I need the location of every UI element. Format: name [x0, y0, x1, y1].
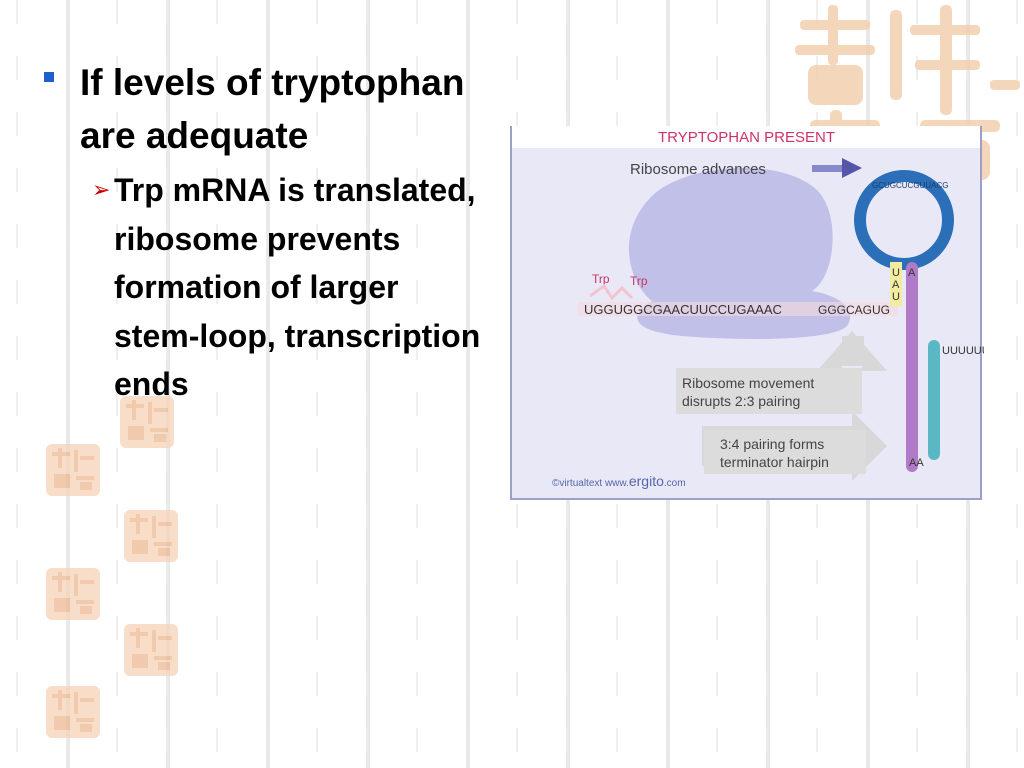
bullet-level2-text: Trp mRNA is translated, ribosome prevent… — [114, 172, 481, 402]
note-box-1 — [676, 368, 862, 414]
square-bullet-icon — [44, 72, 54, 82]
note-box-1-line1: Ribosome movement — [682, 375, 814, 391]
stem-yellow — [890, 262, 902, 306]
stem-aa: AA — [909, 457, 924, 469]
trp-attenuation-figure: TRYPTOPHAN PRESENT Ribosome advances Trp… — [510, 126, 984, 500]
note-box-2-line1: 3:4 pairing forms — [720, 436, 824, 452]
note-box-2-line2: terminator hairpin — [720, 454, 829, 470]
upward-arrow-shaft — [842, 336, 864, 366]
stem-loop-circle — [854, 170, 954, 270]
stem-purple — [906, 262, 918, 472]
decorative-seal — [46, 568, 100, 620]
bullet-level1-text: If levels of tryptophan are adequate — [80, 62, 465, 156]
ribosome-advances-label: Ribosome advances — [630, 161, 766, 178]
loop-sequence: GCUGCUCGUUACG — [872, 181, 948, 190]
stem-left-1: U — [892, 267, 900, 279]
decorative-seal — [120, 396, 174, 448]
arrow-bullet-icon: ➢ — [92, 177, 111, 202]
bullet-level2: ➢ Trp mRNA is translated, ribosome preve… — [92, 166, 490, 409]
trp-peptide — [589, 283, 634, 301]
trp-label-2: Trp — [630, 274, 648, 288]
stem-teal — [928, 340, 940, 460]
stem-left-2: A — [892, 279, 900, 291]
figure-title: TRYPTOPHAN PRESENT — [658, 129, 835, 146]
stem-left-3: U — [892, 291, 900, 303]
decorative-seal — [46, 444, 100, 496]
trp-label-1: Trp — [592, 272, 610, 286]
figure-title-strip — [512, 126, 980, 148]
advance-arrow-icon — [812, 158, 862, 178]
bullet-level1: If levels of tryptophan are adequate — [40, 56, 490, 162]
note-box-1-line2: disrupts 2:3 pairing — [682, 393, 800, 409]
stem-right-top: A — [908, 267, 916, 279]
credit-text: ©virtualtext www.ergito.com — [552, 473, 686, 489]
decorative-seal — [46, 686, 100, 738]
mrna-sequence: UGGUGGCGAACUUCCUGAAAC — [584, 302, 782, 317]
decorative-seal — [124, 510, 178, 562]
figure-diagram: TRYPTOPHAN PRESENT Ribosome advances Trp… — [552, 129, 984, 489]
decorative-seal — [124, 624, 178, 676]
upward-arrow-icon — [817, 331, 887, 371]
mrna-tail: GGGCAGUG — [818, 303, 890, 317]
mrna-highlight — [578, 302, 898, 316]
note-box-2 — [704, 430, 866, 474]
ribosome-shape — [628, 167, 851, 339]
bullet-list: If levels of tryptophan are adequate ➢ T… — [40, 56, 490, 409]
poly-u-tail: UUUUUU — [942, 345, 984, 357]
